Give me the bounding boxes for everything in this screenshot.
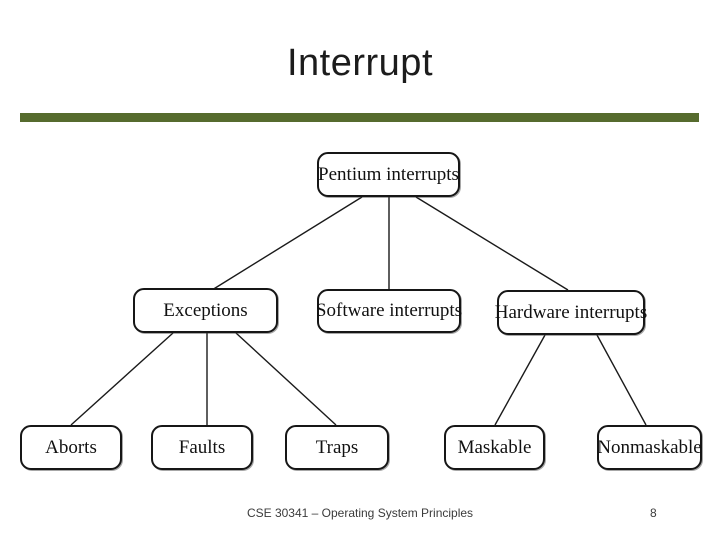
tree-node-aborts: Aborts bbox=[20, 425, 122, 470]
tree-node-software-interrupts: Software interrupts bbox=[316, 289, 462, 333]
edge-pentium-hardware bbox=[415, 196, 569, 291]
tree-node-exceptions: Exceptions bbox=[133, 288, 278, 333]
edge-exceptions-aborts bbox=[70, 332, 174, 426]
title-accent-rule bbox=[20, 113, 699, 122]
edge-hardware-maskable bbox=[494, 334, 546, 426]
footer-course-label: CSE 30341 – Operating System Principles bbox=[246, 506, 474, 520]
tree-node-faults: Faults bbox=[151, 425, 253, 470]
tree-node-nonmaskable: Nonmaskable bbox=[597, 425, 702, 470]
tree-node-hardware-interrupts: Hardware interrupts bbox=[495, 290, 647, 335]
slide-footer: CSE 30341 – Operating System Principles … bbox=[0, 506, 720, 526]
page-number: 8 bbox=[650, 506, 657, 520]
slide-title: Interrupt bbox=[286, 42, 434, 84]
edge-hardware-nonmaskable bbox=[596, 334, 647, 426]
edge-pentium-exceptions bbox=[211, 196, 363, 291]
tree-node-traps: Traps bbox=[285, 425, 389, 470]
tree-node-pentium-interrupts: Pentium interrupts bbox=[317, 152, 460, 197]
edge-exceptions-traps bbox=[235, 332, 337, 426]
tree-node-maskable: Maskable bbox=[444, 425, 545, 470]
